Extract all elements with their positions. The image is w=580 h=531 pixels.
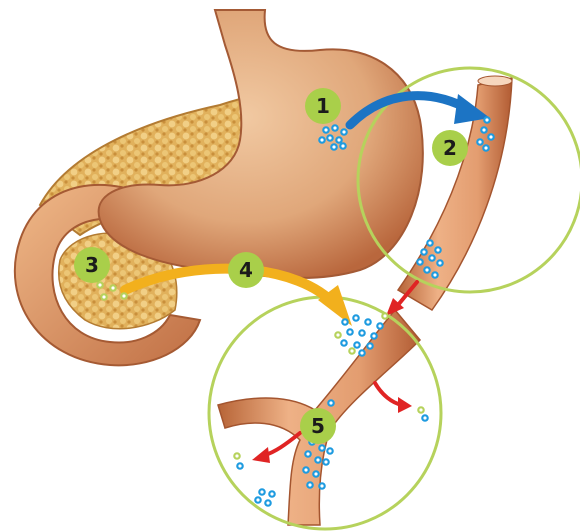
red-arrow-right xyxy=(375,383,402,405)
step-badge-1: 1 xyxy=(305,88,341,124)
red-arrow-head-3 xyxy=(252,447,270,463)
red-arrow-left xyxy=(265,433,300,455)
step-badge-3: 3 xyxy=(74,247,110,283)
step-badge-2: 2 xyxy=(432,130,468,166)
step-badge-5: 5 xyxy=(300,408,336,444)
red-arrow-head-2 xyxy=(398,397,412,413)
step-badge-4: 4 xyxy=(228,252,264,288)
